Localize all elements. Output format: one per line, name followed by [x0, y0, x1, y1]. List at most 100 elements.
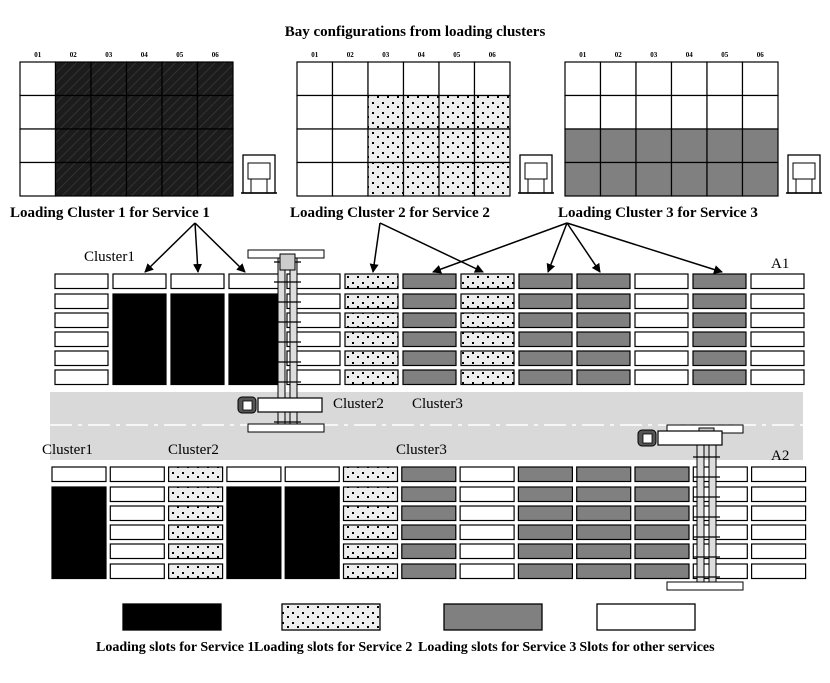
yard-slot-service-1: [226, 486, 282, 580]
yard-slot-service: [634, 486, 690, 503]
yard-slot-service-1: [51, 486, 107, 580]
quay-crane-a1: [247, 249, 325, 433]
legend-label-service-2: Loading slots for Service 2: [254, 640, 413, 655]
bay-cell: [19, 128, 57, 164]
yard-block-a1: [54, 273, 805, 386]
yard-label-a1: A1: [771, 256, 790, 272]
bay-cell: [635, 94, 673, 130]
yard-slot: [109, 524, 165, 541]
bay-cell: [367, 161, 405, 197]
bay-column-label: 02: [70, 51, 78, 59]
bay-cell: [196, 61, 234, 97]
bay-cell: [19, 94, 57, 130]
bay-column-label: 02: [615, 51, 623, 59]
legend-swatch-3: [443, 603, 543, 631]
yard-slot-service: [344, 312, 399, 329]
legend-swatch-4: [596, 603, 696, 631]
bay-cell: [402, 128, 440, 164]
yard-slot-service: [344, 331, 399, 348]
bay-cell: [196, 161, 234, 197]
yard-slot-service: [342, 486, 399, 503]
yard-label-cluster3-bottom: Cluster3: [396, 442, 447, 458]
yard-slot-service: [634, 466, 690, 483]
yard-slot: [54, 369, 109, 386]
yard-slot: [286, 312, 341, 329]
bay-cell: [438, 161, 476, 197]
yard-slot: [170, 273, 225, 290]
yard-slot-service: [460, 350, 515, 367]
bay-cell: [161, 161, 199, 197]
yard-label-cluster1-bottom: Cluster1: [42, 442, 93, 458]
yard-slot-service: [517, 543, 574, 560]
bay-column-label: 05: [453, 51, 461, 59]
bay-cell: [635, 61, 673, 97]
yard-slot-service: [344, 273, 399, 290]
yard-slot: [459, 505, 515, 522]
bay-cell: [473, 128, 511, 164]
yard-slot: [51, 466, 107, 483]
bay-cell: [90, 128, 128, 164]
bay-label-cluster-2: Loading Cluster 2 for Service 2: [290, 205, 490, 221]
legend-label-other: Slots for other services: [579, 640, 715, 655]
bay-cell: [706, 61, 744, 97]
yard-block-a2: [51, 466, 807, 580]
bay-cell: [741, 94, 779, 130]
yard-slot-service: [168, 563, 224, 580]
yard-slot-service: [517, 466, 574, 483]
bay-cell: [125, 128, 163, 164]
yard-slot: [750, 293, 805, 310]
yard-slot-service: [517, 486, 574, 503]
bay-cell: [706, 161, 744, 197]
bay-cell: [402, 94, 440, 130]
bay-label-cluster-3: Loading Cluster 3 for Service 3: [558, 205, 758, 221]
yard-slot-service: [692, 312, 747, 329]
yard-slot-service: [518, 273, 573, 290]
crane-icon: [241, 154, 277, 194]
yard-slot-service: [576, 312, 631, 329]
yard-slot-service: [342, 524, 399, 541]
bay-cell: [670, 161, 708, 197]
yard-slot: [634, 331, 689, 348]
bay-cell: [402, 61, 440, 97]
arrow: [566, 222, 723, 274]
yard-slot: [459, 524, 515, 541]
yard-slot: [750, 350, 805, 367]
yard-slot: [54, 273, 109, 290]
bay-cell: [161, 94, 199, 130]
yard-label-cluster2-bottom: Cluster2: [168, 442, 219, 458]
bay-cell: [125, 94, 163, 130]
bay-column-label: 03: [105, 51, 113, 59]
bay-cell: [367, 94, 405, 130]
bay-column-label: 04: [686, 51, 694, 59]
bay-cell: [367, 128, 405, 164]
yard-slot: [750, 505, 807, 522]
yard-slot-service: [576, 543, 632, 560]
yard-slot-service: [576, 293, 631, 310]
yard-slot: [459, 486, 515, 503]
yard-slot: [54, 293, 109, 310]
yard-slot-service: [342, 505, 399, 522]
bay-cell: [635, 128, 673, 164]
bay-cell: [670, 94, 708, 130]
yard-slot: [692, 524, 748, 541]
yard-slot-service: [402, 293, 457, 310]
yard-slot-service-1: [112, 293, 167, 386]
yard-slot-service: [634, 524, 690, 541]
yard-slot-service: [634, 563, 690, 580]
bay-cell: [296, 161, 334, 197]
yard-slot-service: [460, 312, 515, 329]
yard-slot: [286, 273, 341, 290]
yard-slot: [750, 312, 805, 329]
bay-column-label: 02: [347, 51, 355, 59]
yard-slot: [54, 331, 109, 348]
yard-slot: [112, 273, 167, 290]
bay-cell: [706, 94, 744, 130]
yard-slot-service: [402, 369, 457, 386]
yard-slot: [228, 273, 283, 290]
bay-cell: [741, 128, 779, 164]
yard-slot-service: [168, 543, 224, 560]
bay-cell: [331, 94, 369, 130]
